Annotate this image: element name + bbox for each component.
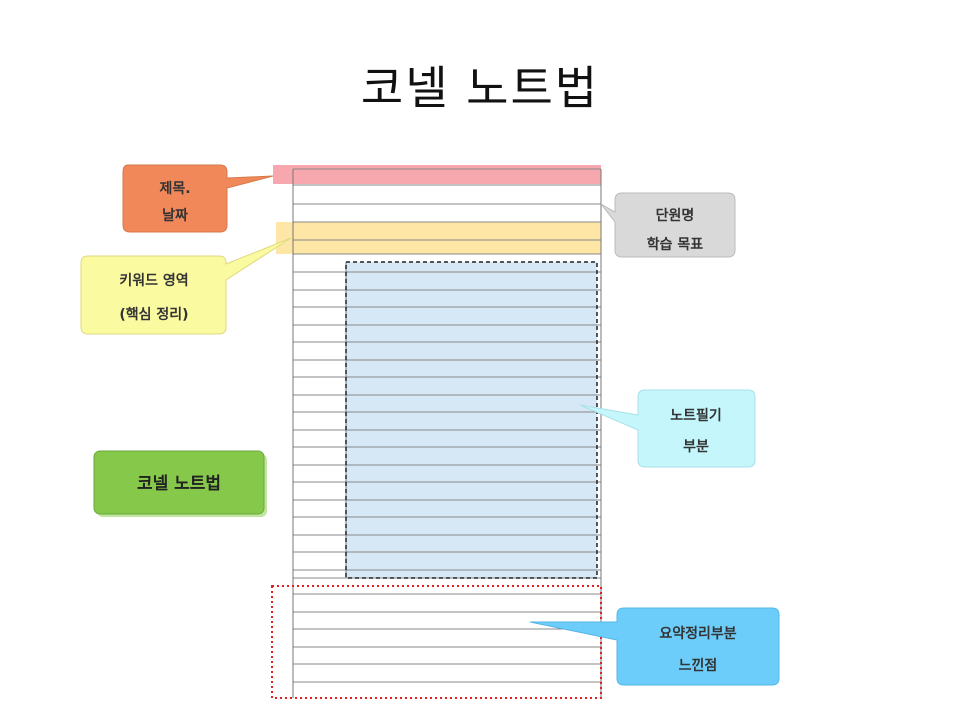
- page-title: 코넬 노트법: [360, 61, 600, 115]
- callout-keyword-line1: 키워드 영역: [119, 272, 188, 289]
- callout-title-date: 제목. 날짜: [122, 164, 274, 233]
- ruled-lines: [293, 168, 601, 683]
- cornell-method-button[interactable]: 코넬 노트법: [93, 450, 267, 517]
- notes-area: [346, 262, 597, 578]
- callout-summary-line1: 요약정리부분: [659, 625, 736, 642]
- callout-unit-line1: 단원명: [656, 207, 695, 224]
- summary-area-border: [271, 585, 602, 699]
- callout-notes-line2: 부분: [683, 439, 709, 455]
- callout-notes: 노트필기 부분: [579, 389, 756, 468]
- cornell-method-button-label: 코넬 노트법: [137, 474, 221, 494]
- callout-unit: 단원명 학습 목표: [600, 192, 736, 258]
- title-band: [273, 165, 601, 184]
- callout-unit-line2: 학습 목표: [647, 237, 704, 253]
- callout-keyword-line2: (핵심 정리): [119, 306, 188, 323]
- callout-summary: 요약정리부분 느낀점: [529, 607, 780, 686]
- callout-title-date-line2: 날짜: [162, 208, 188, 224]
- keyword-band: [276, 222, 601, 254]
- callout-summary-line2: 느낀점: [679, 657, 718, 674]
- callout-keyword: 키워드 영역 (핵심 정리): [80, 237, 292, 335]
- notes-area-border: [345, 261, 598, 579]
- callout-notes-line1: 노트필기: [670, 407, 722, 424]
- callout-title-date-line1: 제목.: [159, 181, 190, 197]
